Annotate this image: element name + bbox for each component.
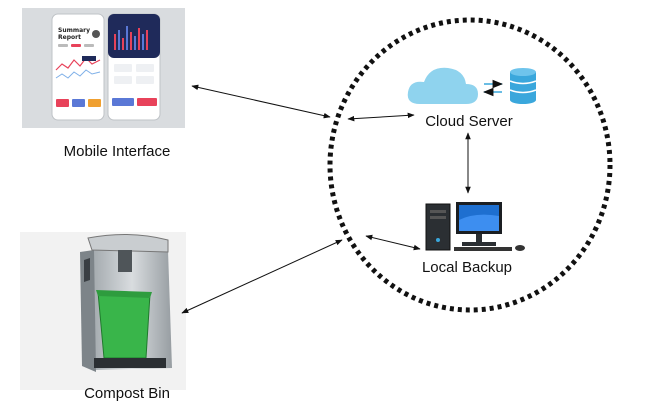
connector-bin-backup bbox=[181, 239, 343, 314]
system-boundary-circle bbox=[327, 17, 613, 313]
cloud-server-icon bbox=[407, 67, 537, 104]
label-local-backup: Local Backup bbox=[422, 259, 512, 276]
label-cloud-server: Cloud Server bbox=[425, 113, 513, 130]
label-compost-bin: Compost Bin bbox=[84, 385, 170, 402]
connector-boundary-cloud bbox=[347, 112, 415, 122]
connector-boundary-backup bbox=[365, 234, 421, 251]
label-mobile-interface: Mobile Interface bbox=[64, 143, 171, 160]
mockup-title-line1: Summary bbox=[58, 27, 90, 34]
database-icon bbox=[509, 68, 537, 104]
compost-bin-image bbox=[20, 232, 186, 390]
phone-mockup-right bbox=[107, 13, 161, 121]
mockup-title-line2: Report bbox=[58, 34, 81, 41]
phone-mockup-left: Summary Report bbox=[51, 13, 105, 121]
connector-mobile-cloud bbox=[191, 84, 331, 119]
computer-icon bbox=[425, 202, 525, 251]
mobile-interface-image: Summary Report bbox=[22, 8, 185, 128]
